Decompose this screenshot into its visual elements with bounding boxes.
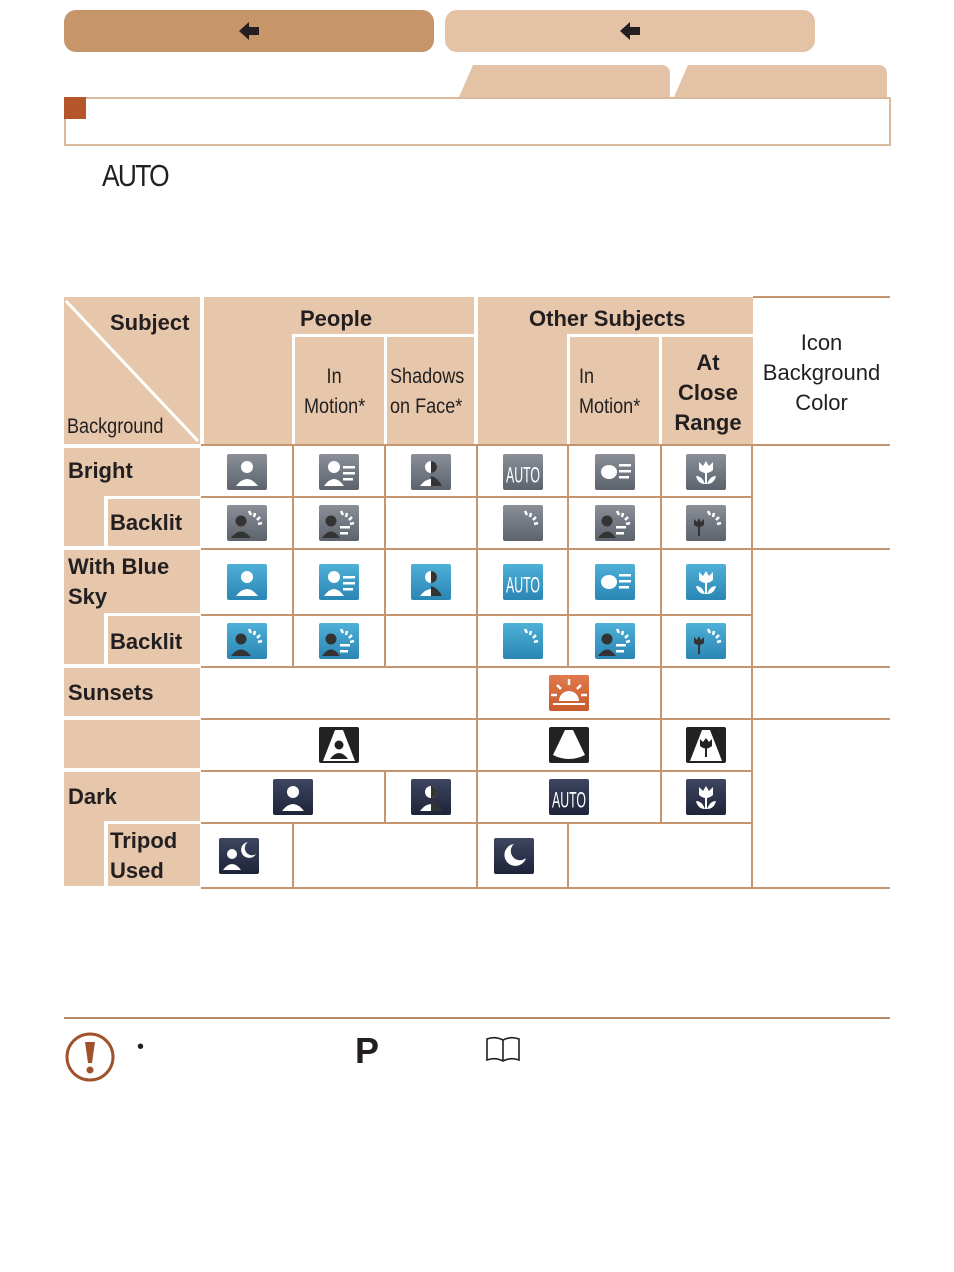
other-in-motion-label: In Motion* <box>579 365 641 418</box>
caution-icon <box>65 1032 115 1082</box>
backlit-icon <box>503 505 543 541</box>
person-shadow-icon <box>411 564 451 600</box>
backlit-icon <box>503 623 543 659</box>
macro-backlit-icon <box>686 623 726 659</box>
section-header-box <box>64 97 891 146</box>
spotlight-header <box>64 720 200 768</box>
caution-divider <box>64 1017 890 1019</box>
object-motion-icon <box>595 564 635 600</box>
person-icon <box>227 564 267 600</box>
people-shadows-label: Shadows on Face* <box>390 365 465 418</box>
subject-label: Subject <box>110 310 190 335</box>
row-tripod: Tripod Used <box>110 828 178 883</box>
macro-icon <box>686 454 726 490</box>
macro-backlit-icon <box>686 505 726 541</box>
person-icon <box>227 454 267 490</box>
object-motion-backlit-icon <box>595 623 635 659</box>
macro-icon <box>686 779 726 815</box>
arrow-left-icon <box>239 22 259 40</box>
section-marker <box>64 97 86 119</box>
dark-header <box>64 772 200 886</box>
other-label: Other Subjects <box>529 306 686 331</box>
bullet: • <box>137 1036 145 1058</box>
diagonal-line <box>64 299 200 443</box>
p-mode-glyph: P <box>355 1030 380 1071</box>
nav-prev-button[interactable] <box>64 10 434 52</box>
person-backlit-icon <box>227 623 267 659</box>
book-icon[interactable] <box>485 1035 521 1063</box>
auto-icon <box>549 779 589 815</box>
spotlight-macro-icon <box>686 727 726 763</box>
person-motion-backlit-icon <box>319 505 359 541</box>
row-dark: Dark <box>68 784 117 809</box>
sunset-icon <box>549 675 589 711</box>
people-label: People <box>300 306 373 331</box>
row-blue-backlit: Backlit <box>110 629 183 654</box>
people-in-motion-label: In Motion* <box>304 365 366 418</box>
sunsets-header <box>64 668 200 716</box>
object-motion-icon <box>595 454 635 490</box>
auto-icon <box>503 564 543 600</box>
row-sunsets: Sunsets <box>68 680 154 705</box>
person-shadow-icon <box>411 454 451 490</box>
background-label: Background <box>67 415 164 438</box>
auto-icon <box>503 454 543 490</box>
person-backlit-icon <box>227 505 267 541</box>
person-shadow-icon <box>411 779 451 815</box>
object-motion-backlit-icon <box>595 505 635 541</box>
row-backlit: Backlit <box>110 510 183 535</box>
person-motion-backlit-icon <box>319 623 359 659</box>
spotlight-icon <box>549 727 589 763</box>
row-blue-sky: With Blue Sky <box>68 554 170 609</box>
tab-2[interactable] <box>674 65 887 97</box>
person-icon <box>273 779 313 815</box>
nav-next-button[interactable] <box>445 10 815 52</box>
people-header <box>204 297 474 444</box>
arrow-left-icon <box>620 22 640 40</box>
spotlight-person-icon <box>319 727 359 763</box>
row-bright: Bright <box>68 458 133 483</box>
person-motion-icon <box>319 564 359 600</box>
person-motion-icon <box>319 454 359 490</box>
other-close-label: At Close Range <box>674 350 742 435</box>
other-header <box>478 297 753 444</box>
blue-sky-header <box>64 550 200 664</box>
macro-icon <box>686 564 726 600</box>
night-moon-icon <box>494 838 534 874</box>
person-night-icon <box>219 838 259 874</box>
tab-1[interactable] <box>459 65 670 97</box>
auto-mode-label: AUTO <box>102 158 170 193</box>
icon-bg-color-label: Icon Background Color <box>762 330 881 415</box>
